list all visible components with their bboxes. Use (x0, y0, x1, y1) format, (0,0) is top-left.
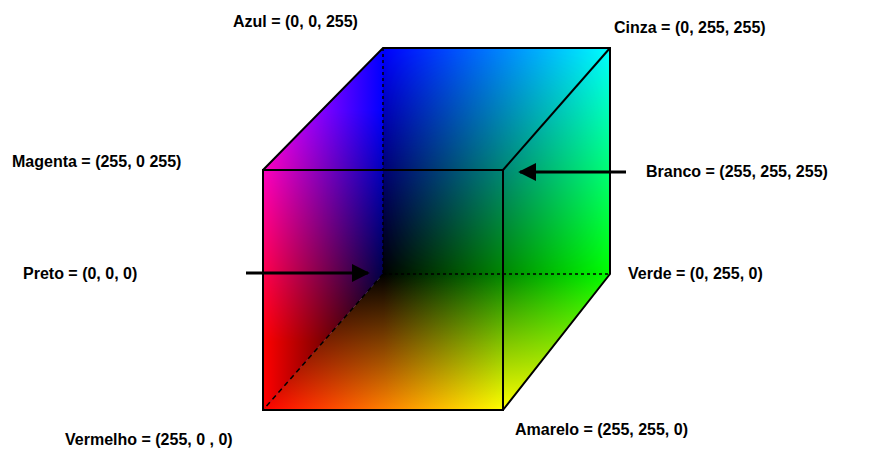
color-label: Amarelo = (255, 255, 0) (515, 421, 688, 438)
color-label-box: Amarelo = (255, 255, 0) (515, 420, 688, 440)
hidden-edge (383, 273, 610, 275)
color-label: Preto = (0, 0, 0) (23, 265, 137, 282)
color-label: Cinza = (0, 255, 255) (614, 19, 766, 36)
color-label: Vermelho = (255, 0 , 0) (65, 431, 233, 448)
bottom-face (263, 274, 610, 410)
color-label-box: Azul = (0, 0, 255) (233, 12, 358, 32)
front-face-edge (263, 170, 503, 410)
color-label-box: Magenta = (255, 0 255) (12, 152, 181, 172)
cube-edge (503, 48, 610, 170)
cube-edge (263, 48, 610, 410)
back-face (383, 48, 610, 274)
color-label-box: Branco = (255, 255, 255) (646, 162, 828, 182)
color-label-box: Verde = (0, 255, 0) (628, 264, 763, 284)
color-label: Verde = (0, 255, 0) (628, 265, 763, 282)
color-label: Azul = (0, 0, 255) (233, 13, 358, 30)
color-label-box: Preto = (0, 0, 0) (23, 264, 137, 284)
pointer-arrow (520, 171, 626, 174)
hidden-edge (263, 274, 383, 410)
color-label-box: Vermelho = (255, 0 , 0) (65, 430, 233, 450)
hidden-edge (382, 48, 384, 274)
back-face-shade (383, 48, 610, 274)
color-label-box: Cinza = (0, 255, 255) (614, 18, 766, 38)
color-label: Branco = (255, 255, 255) (646, 163, 828, 180)
color-label: Magenta = (255, 0 255) (12, 153, 181, 170)
bottom-face-shade (263, 274, 610, 410)
pointer-arrow (246, 272, 368, 275)
